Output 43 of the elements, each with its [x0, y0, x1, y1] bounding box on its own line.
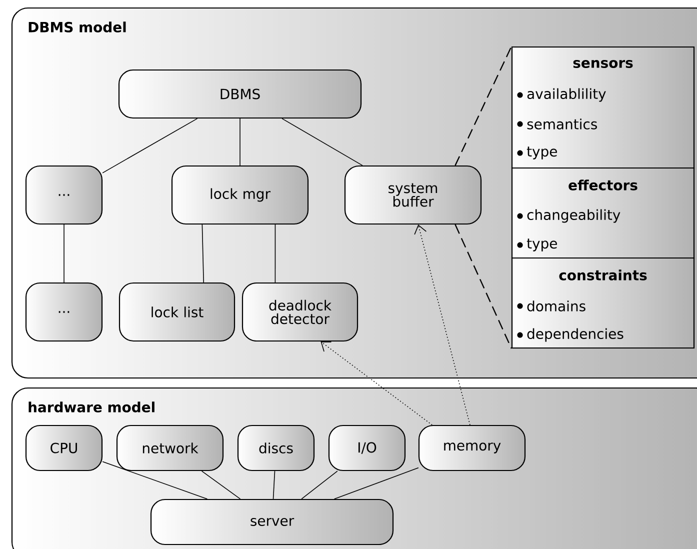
rounded-box: lock mgr — [171, 165, 309, 225]
rounded-box: discs — [237, 424, 315, 472]
section-heading: effectors — [568, 180, 638, 190]
rounded-box: memory — [418, 424, 526, 472]
list-item: semantics — [527, 118, 597, 130]
arrow — [414, 224, 470, 426]
rounded-box: I/O — [328, 424, 406, 472]
list-item: availablility — [527, 88, 606, 102]
list-box — [511, 257, 695, 349]
connector-line — [282, 118, 363, 166]
section-heading: sensors — [573, 60, 633, 68]
list-item: changeability — [527, 209, 620, 223]
list-box — [511, 167, 695, 259]
rounded-box: ... — [25, 165, 103, 225]
list-box — [511, 46, 695, 169]
rounded-box: network — [116, 424, 224, 472]
connector-line — [334, 467, 419, 500]
connector-line — [202, 224, 204, 283]
connector-line — [102, 461, 208, 500]
panel — [11, 387, 697, 549]
section-heading: constraints — [559, 270, 647, 280]
connector-line — [301, 470, 338, 500]
rounded-box: CPU — [25, 424, 103, 472]
list-item: domains — [527, 300, 586, 312]
rounded-box: server — [150, 498, 394, 546]
connector-line — [274, 224, 276, 283]
dashed-line — [454, 46, 512, 166]
connector-line — [102, 118, 198, 174]
rounded-box: lock list — [118, 282, 236, 342]
connector-line — [201, 470, 241, 500]
panel — [11, 7, 697, 379]
dashed-line — [454, 224, 512, 349]
rounded-box: DBMS — [118, 69, 362, 119]
panel-title: DBMS model — [28, 22, 126, 32]
rounded-box: deadlock detector — [242, 282, 358, 342]
list-item: type — [526, 238, 557, 252]
arrow — [320, 342, 432, 426]
panel-title: hardware model — [28, 402, 154, 412]
list-item: type — [526, 146, 557, 160]
rounded-box: system buffer — [344, 165, 482, 225]
rounded-box: ... — [25, 282, 103, 342]
connector-line — [272, 470, 276, 500]
list-item: dependencies — [527, 328, 624, 342]
